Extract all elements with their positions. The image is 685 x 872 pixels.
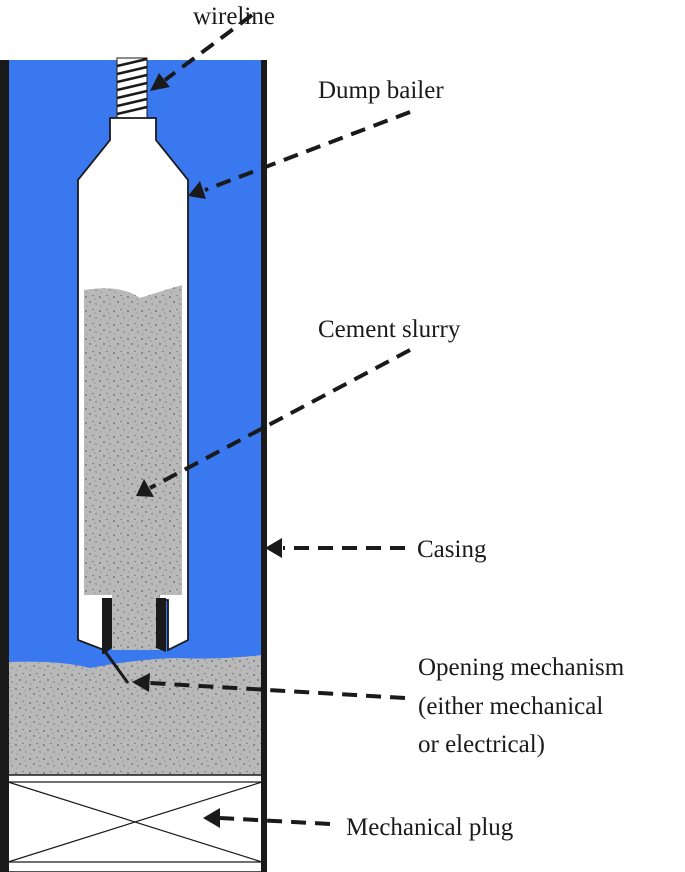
leader-cement-slurry (149, 348, 411, 490)
opening-mechanism-flap (102, 649, 130, 684)
leader-opening (149, 681, 406, 700)
opening-mechanism-right (156, 598, 166, 652)
label-cement-slurry: Cement slurry (318, 316, 461, 343)
label-opening-mechanism-line1: Opening mechanism (418, 654, 625, 681)
leader-lines (149, 13, 411, 826)
arrowhead-cement-slurry (136, 479, 154, 497)
label-mechanical-plug: Mechanical plug (346, 814, 514, 841)
cement-slurry-fill (84, 285, 182, 650)
cement-plug (8, 655, 262, 775)
label-wireline: wireline (193, 3, 275, 30)
arrow-heads (132, 73, 282, 828)
opening-mechanism-left (102, 598, 112, 654)
label-dump-bailer: Dump bailer (318, 77, 444, 104)
arrowhead-opening (132, 673, 150, 692)
leader-dump-bailer (204, 110, 411, 192)
leader-wireline (163, 13, 254, 82)
label-casing: Casing (417, 536, 487, 563)
label-opening-mechanism-line2: (either mechanical (418, 693, 603, 720)
arrowhead-plug (203, 808, 220, 828)
label-opening-mechanism-line3: or electrical) (418, 731, 545, 758)
arrowhead-dump-bailer (188, 181, 206, 199)
casing-wall-right (261, 60, 267, 872)
casing-wall-left (0, 60, 9, 872)
mechanical-plug (7, 774, 263, 872)
wireline-cable (116, 57, 148, 121)
arrowhead-wireline (150, 73, 170, 91)
leader-plug (219, 816, 331, 826)
arrowhead-casing (265, 538, 282, 558)
